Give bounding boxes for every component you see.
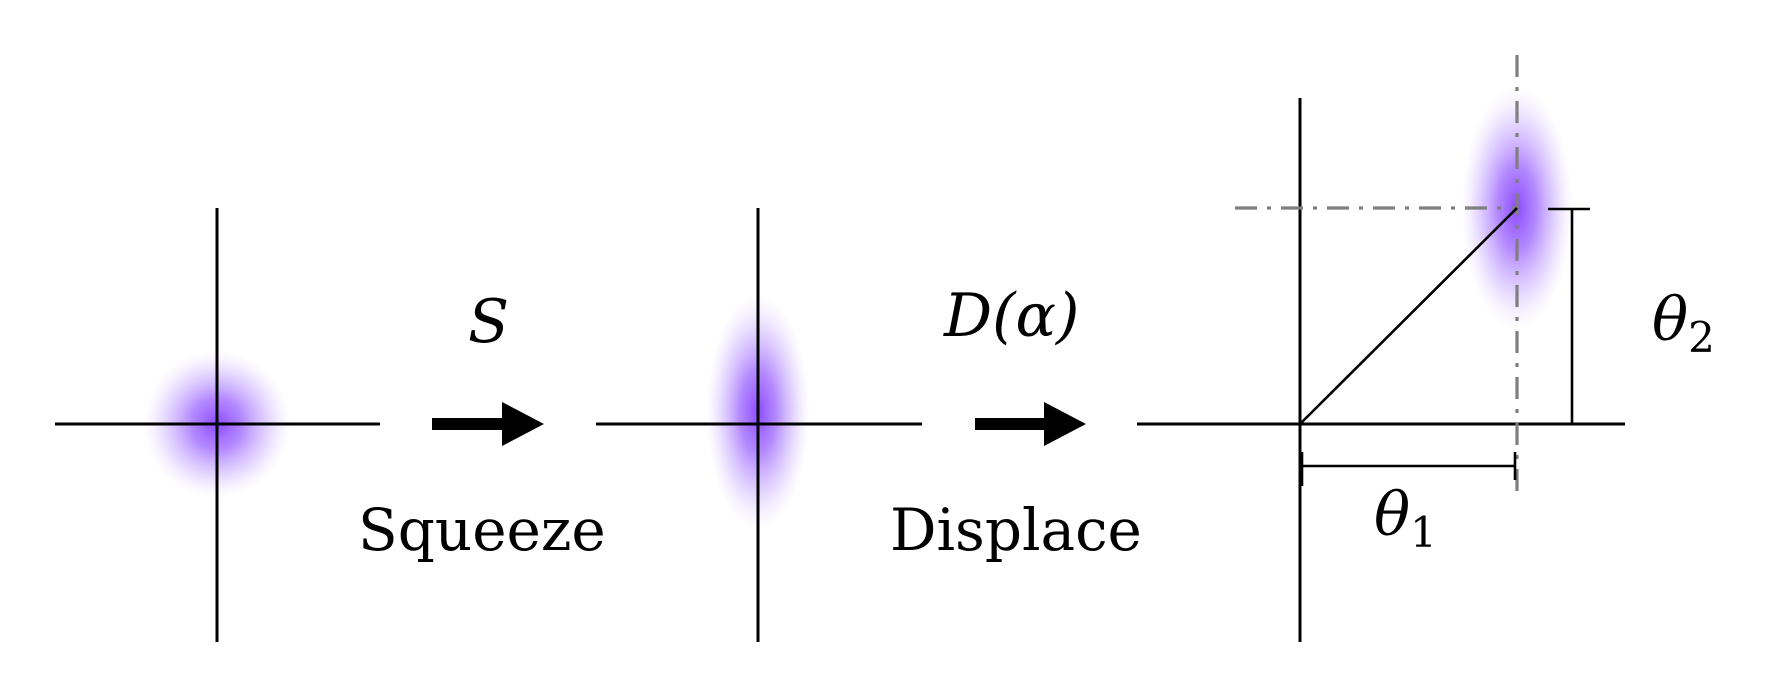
theta2-subscript: 2 — [1688, 313, 1715, 362]
panel-squeezed — [596, 208, 922, 642]
theta2-label: θ2 — [1652, 285, 1715, 362]
theta1-label: θ1 — [1374, 480, 1437, 557]
displacement-vector — [1299, 207, 1518, 425]
theta1-bracket — [1300, 452, 1517, 486]
displace-step: D(α) Displace — [890, 281, 1142, 564]
theta2-bracket — [1548, 207, 1590, 424]
theta2-symbol: θ — [1652, 285, 1688, 355]
squeeze-step: S Squeeze — [358, 287, 606, 564]
panel-displaced: θ1 θ2 — [1137, 55, 1715, 642]
displace-arrow-icon — [975, 402, 1086, 446]
theta1-symbol: θ — [1374, 480, 1410, 550]
theta1-subscript: 1 — [1410, 508, 1437, 557]
squeeze-caption: Squeeze — [358, 496, 606, 564]
displace-operator-label: D(α) — [943, 281, 1079, 351]
panel-vacuum — [55, 208, 380, 642]
squeeze-arrow-icon — [432, 402, 544, 446]
displace-caption: Displace — [890, 496, 1142, 564]
squeeze-operator-label: S — [468, 287, 509, 357]
